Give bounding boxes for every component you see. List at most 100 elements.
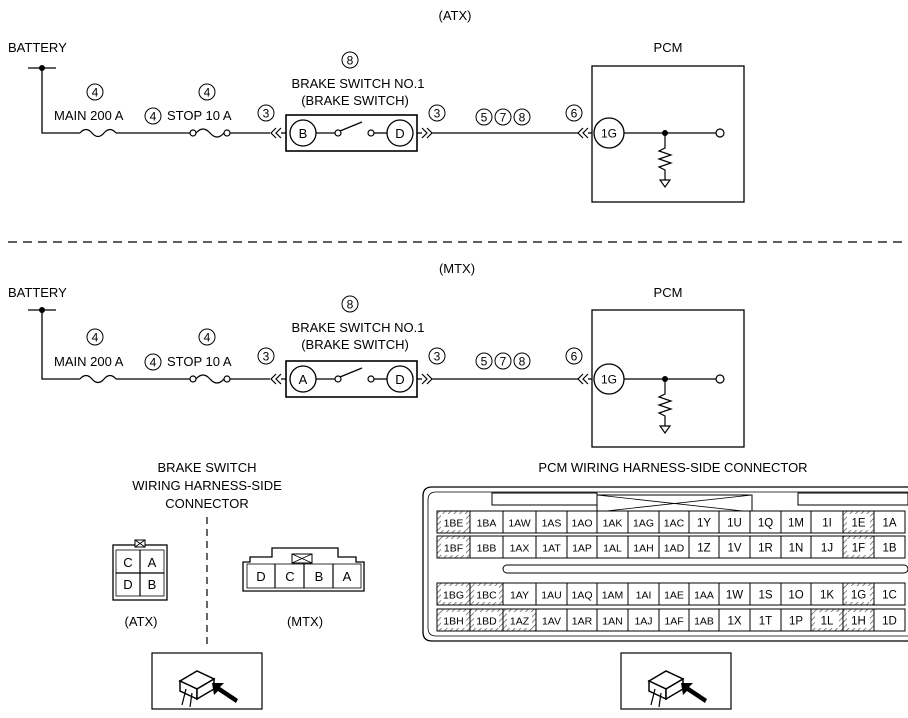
pcm-pin-1ab: 1AB	[694, 616, 714, 628]
svg-text:7: 7	[500, 355, 507, 369]
svg-text:1G: 1G	[601, 373, 617, 387]
svg-text:8: 8	[347, 298, 354, 312]
pcm-label: PCM	[654, 40, 683, 55]
callout-right-connector: 3	[428, 104, 446, 122]
left-connector-icon	[270, 127, 282, 139]
connector-view-icon	[151, 652, 263, 710]
pcm-pin-1aa: 1AA	[694, 590, 714, 602]
pcm-pin-1az: 1AZ	[510, 616, 530, 628]
pcm-pin-1ar: 1AR	[572, 616, 593, 628]
pcm-pin-1h: 1H	[851, 616, 866, 628]
atx-pin-a: A	[148, 555, 157, 570]
svg-text:4: 4	[150, 356, 157, 370]
pcm-pin-1bb: 1BB	[477, 543, 497, 555]
switch-name-line1: BRAKE SWITCH NO.1	[292, 320, 425, 335]
pcm-pin-label-bg	[441, 586, 466, 602]
svg-text:A: A	[299, 372, 308, 387]
pulldown-resistor-icon	[657, 379, 673, 435]
pcm-pin-1y: 1Y	[697, 518, 711, 530]
switch-terminal-out	[386, 119, 414, 147]
callout-wires: 5 7 8	[475, 352, 531, 370]
pcm-pin-label-bg	[847, 514, 870, 530]
svg-text:8: 8	[347, 54, 354, 68]
left-connector-icon	[270, 373, 282, 385]
main-fuse-label: MAIN 200 A	[54, 108, 124, 123]
pcm-pin-1ah: 1AH	[633, 543, 653, 555]
pcm-pin-1am: 1AM	[602, 590, 624, 602]
svg-text:B: B	[299, 126, 308, 141]
svg-text:7: 7	[500, 111, 507, 125]
pcm-pin-1bc: 1BC	[476, 590, 497, 602]
callout-stop-fuse: 4	[198, 83, 216, 101]
pcm-pin-1m: 1M	[788, 518, 804, 530]
pcm-pin-1bg: 1BG	[443, 590, 464, 602]
stop-fuse-icon	[189, 374, 231, 384]
pcm-pin-label-bg	[847, 586, 870, 602]
atx-title: (ATX)	[439, 8, 472, 23]
pcm-pin-1s: 1S	[758, 590, 772, 602]
pcm-pin-1ax: 1AX	[510, 543, 530, 555]
pcm-pin-1an: 1AN	[602, 616, 622, 628]
pcm-pin-1u: 1U	[727, 518, 742, 530]
switch-contact-icon	[339, 367, 363, 378]
mtx-pin-c: C	[285, 569, 294, 584]
pcm-pin-label-bg	[441, 612, 466, 628]
pcm-pin-1bh: 1BH	[443, 616, 463, 628]
pcm-pin-cell	[873, 608, 906, 632]
svg-text:3: 3	[263, 107, 270, 121]
pcm-pin-1o: 1O	[788, 590, 803, 602]
callout-switch: 8	[341, 51, 359, 69]
callout-left-connector: 3	[257, 347, 275, 365]
switch-name-line2: (BRAKE SWITCH)	[301, 337, 409, 352]
pcm-pin-1t: 1T	[759, 616, 772, 628]
switch-name-line1: BRAKE SWITCH NO.1	[292, 76, 425, 91]
callout-between-fuses: 4	[144, 107, 162, 125]
pulldown-resistor-icon	[657, 133, 673, 189]
pcm-pin-cell	[873, 582, 906, 606]
stop-fuse-label: STOP 10 A	[167, 354, 232, 369]
switch-terminal-out	[386, 365, 414, 393]
brake-switch-connector-section: BRAKE SWITCH WIRING HARNESS-SIDE CONNECT…	[112, 460, 365, 710]
pcm-pin-1ag: 1AG	[633, 518, 654, 530]
pcm-pin-cell	[873, 510, 906, 534]
pcm-pin-1bd: 1BD	[476, 616, 497, 628]
svg-text:5: 5	[481, 111, 488, 125]
pcm-pin-1p: 1P	[789, 616, 803, 628]
pcm-pin-1ac: 1AC	[664, 518, 685, 530]
pcm-pin-1bf: 1BF	[444, 543, 463, 555]
svg-text:3: 3	[434, 107, 441, 121]
atx-pin-b: B	[148, 577, 157, 592]
pcm-pin-1l: 1L	[821, 616, 834, 628]
svg-text:4: 4	[92, 86, 99, 100]
pcm-pin-1ba: 1BA	[477, 518, 497, 530]
atx-battery-label: BATTERY	[8, 40, 67, 55]
svg-text:6: 6	[571, 107, 578, 121]
svg-text:1G: 1G	[601, 127, 617, 141]
atx-conn-label: (ATX)	[125, 614, 158, 629]
mtx-circuit: (MTX) BATTERY MAIN 200 A STOP 10 A 4 4 4	[8, 261, 745, 448]
pcm-connector-icon	[577, 127, 589, 139]
mtx-pin-d: D	[256, 569, 265, 584]
pcm-pin-1ak: 1AK	[603, 518, 623, 530]
pcm-connector-icon	[577, 373, 589, 385]
pcm-pin-1al: 1AL	[603, 543, 622, 555]
switch-contact-icon	[339, 121, 363, 132]
svg-text:3: 3	[434, 350, 441, 364]
pcm-pin-1ap: 1AP	[572, 543, 592, 555]
main-fuse-label: MAIN 200 A	[54, 354, 124, 369]
pcm-pin-1n: 1N	[789, 543, 804, 555]
callout-switch: 8	[341, 295, 359, 313]
callout-left-connector: 3	[257, 104, 275, 122]
pcm-pin-1ae: 1AE	[664, 590, 684, 602]
pcm-pin-1r: 1R	[758, 543, 773, 555]
stop-fuse-label: STOP 10 A	[167, 108, 232, 123]
svg-text:D: D	[395, 126, 404, 141]
pcm-pin-1f: 1F	[852, 543, 865, 555]
pcm-label: PCM	[654, 285, 683, 300]
pcm-pin-1av: 1AV	[542, 616, 561, 628]
mtx-conn-label: (MTX)	[287, 614, 323, 629]
atx-pin-d: D	[123, 577, 132, 592]
brake-conn-title-2: WIRING HARNESS-SIDE	[132, 478, 282, 493]
pcm-pin-1ad: 1AD	[664, 543, 685, 555]
